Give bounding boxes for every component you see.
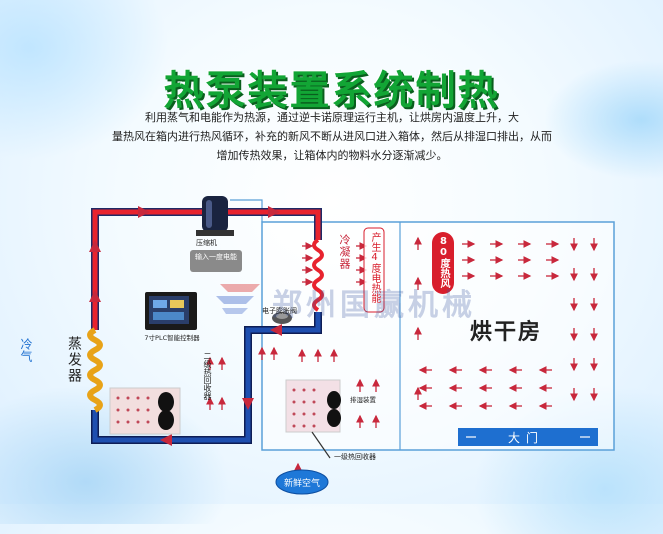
evaporator-label: 蒸发器 [66, 336, 82, 384]
cold-pipe [91, 312, 322, 446]
description-line-2: 量热风在箱内进行热风循环，补充的新风不断从进风口进入箱体，然后从排湿口排出，从而 [112, 130, 552, 143]
gate-label: 大门 [508, 431, 545, 445]
watermark-text: 郑州国赢机械 [272, 288, 476, 323]
gate-bar [458, 428, 598, 446]
plc-label: 7寸PLC智能控制器 [144, 334, 200, 342]
compressor-icon [196, 196, 234, 236]
condenser-coil [312, 238, 324, 312]
water-splash-left [0, 0, 170, 160]
heat-energy-label: 产生4度电热能 [369, 232, 380, 303]
description: 利用蒸气和电能作为热源，通过逆卡诺原理运行主机，让烘房内温度上升，大 量热风在箱… [62, 108, 602, 165]
cold-air-label: 冷气 [19, 338, 33, 362]
recovery-unit-1 [285, 379, 341, 433]
electric-input-box [190, 250, 242, 272]
drying-room-label: 烘干房 [470, 320, 543, 345]
recovery-1-label: 一级热回收器 [334, 453, 376, 461]
description-line-3: 增加传热效果，让箱体内的物料水分逐渐减少。 [216, 149, 448, 162]
watermark-logo-icon [216, 284, 260, 314]
hot-air-label: 80度热风 [438, 236, 449, 288]
hot-pipe [89, 206, 322, 330]
hot-air-80-badge [432, 232, 454, 294]
page-title: 热泵装置系统制热 [163, 67, 500, 114]
condenser-label: 冷凝器 [338, 234, 351, 270]
evaporator-coil [87, 327, 103, 413]
plc-controller [145, 292, 197, 330]
expansion-valve-icon [272, 312, 292, 324]
electric-input-label: 输入一度电能 [195, 253, 237, 261]
expansion-valve-label: 电子膨胀阀 [262, 307, 297, 315]
hot-air-arrows [206, 236, 598, 476]
recovery-2-label: 二级热回收器 [203, 352, 212, 400]
compressor-label: 压缩机 [196, 239, 217, 247]
description-line-1: 利用蒸气和电能作为热源，通过逆卡诺原理运行主机，让烘房内温度上升，大 [145, 111, 519, 124]
water-drop-right [543, 60, 663, 180]
heat-energy-badge [363, 227, 385, 313]
evaporator-unit [109, 387, 181, 435]
fresh-air-label: 新鲜空气 [283, 479, 320, 489]
fresh-air-bubble [275, 469, 329, 495]
heat-pump-diagram [87, 196, 615, 495]
dehumid-label: 排湿装置 [350, 396, 376, 404]
